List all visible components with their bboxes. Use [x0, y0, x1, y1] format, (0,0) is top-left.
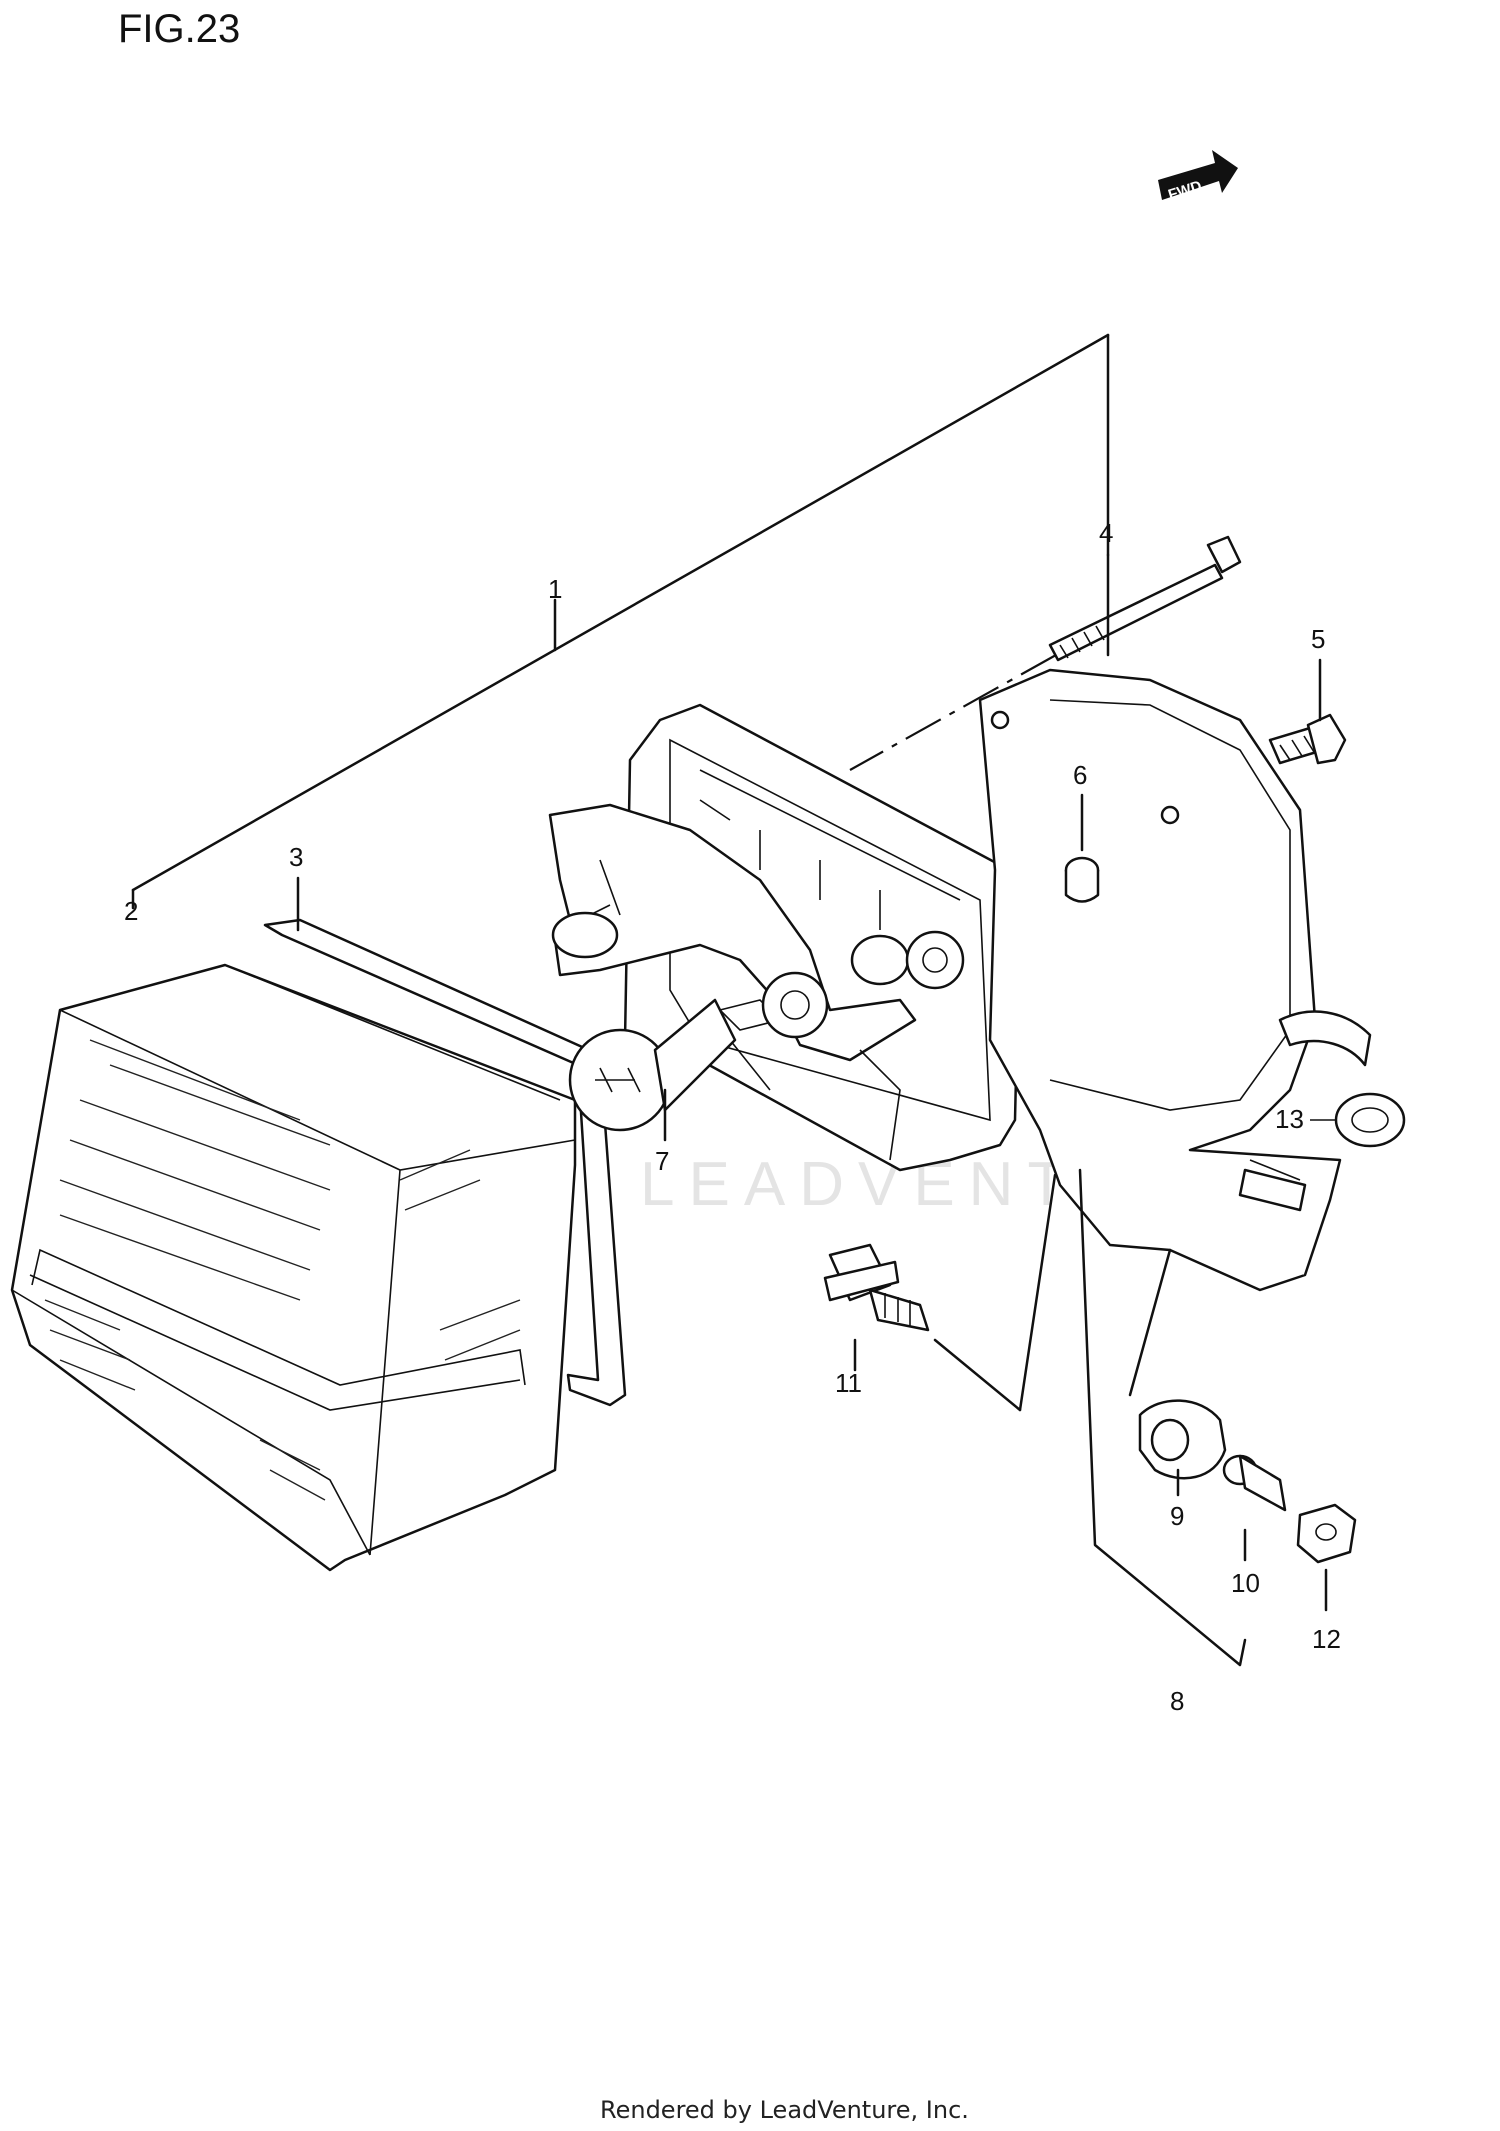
- callout-8: 8: [1170, 1686, 1184, 1716]
- callout-9: 9: [1170, 1501, 1184, 1531]
- assembly-8-leader: [1018, 1168, 1247, 1667]
- flange-bolt: [823, 1243, 1022, 1412]
- fwd-arrow-icon: FWD: [1158, 150, 1238, 204]
- lens-gasket: [263, 918, 627, 1407]
- screw: [1268, 713, 1347, 765]
- nut: [1296, 1503, 1357, 1564]
- bulb: [568, 998, 737, 1132]
- callout-labels: 1 2 3 4 5 6 7 8 9 10 11 12 13: [124, 518, 1341, 1716]
- mounting-bracket: [978, 668, 1372, 1292]
- callout-4: 4: [1099, 518, 1113, 548]
- callout-6: 6: [1073, 760, 1087, 790]
- callout-leaders: [296, 553, 1328, 1612]
- callout-7: 7: [655, 1146, 669, 1176]
- bulb-socket: [729, 930, 965, 1161]
- bolt-install-line: [849, 654, 1057, 771]
- callout-11: 11: [835, 1368, 862, 1398]
- callout-13: 13: [1275, 1104, 1304, 1134]
- callout-10: 10: [1231, 1568, 1260, 1598]
- collar: [1064, 856, 1100, 903]
- collar-10: [1222, 1454, 1287, 1512]
- callout-5: 5: [1311, 624, 1325, 654]
- callout-2: 2: [124, 896, 138, 926]
- callout-1: 1: [548, 574, 562, 604]
- callout-3: 3: [289, 842, 303, 872]
- tail-lamp-lens: [10, 963, 577, 1572]
- footer-credit: Rendered by LeadVenture, Inc.: [600, 2096, 969, 2124]
- grommet-9: [1138, 1399, 1227, 1480]
- figure-title: FIG.23: [118, 7, 240, 51]
- callout-12: 12: [1312, 1624, 1341, 1654]
- assembly-1-leader: [131, 333, 1110, 910]
- grommet-13: [1310, 1092, 1406, 1148]
- long-bolt: [1048, 535, 1242, 662]
- lamp-housing: [623, 703, 1022, 1172]
